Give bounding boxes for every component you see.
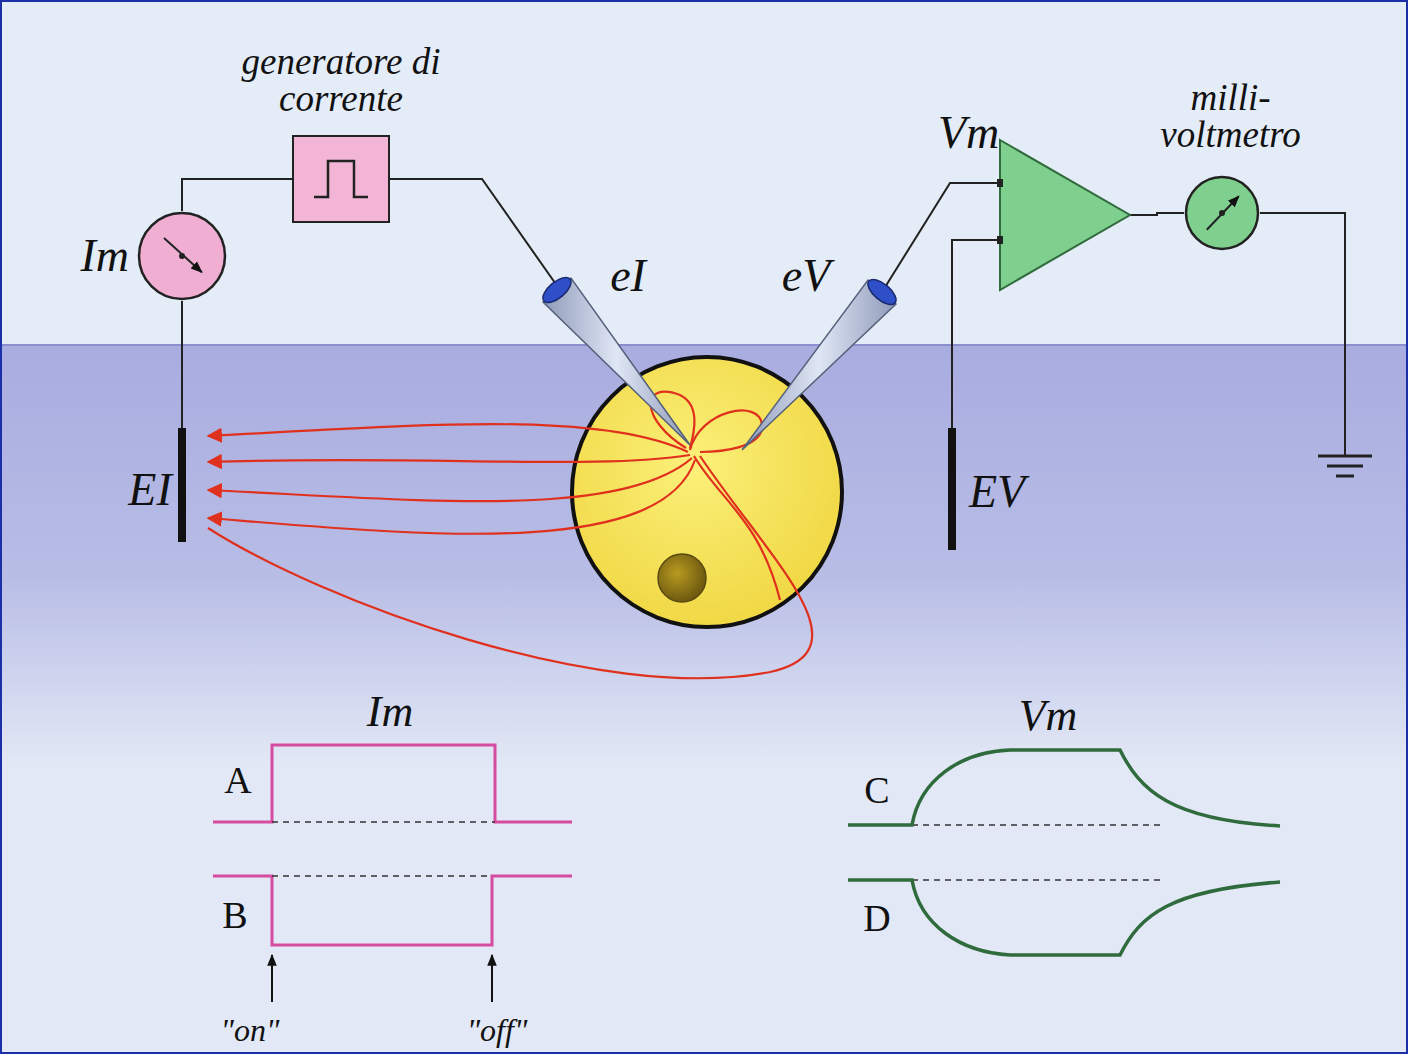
current-generator: generatore di corrente xyxy=(292,135,390,223)
background xyxy=(0,345,1408,765)
amplifier: Vm xyxy=(1000,140,1130,290)
field-line xyxy=(208,392,812,679)
ammeter-outline xyxy=(137,211,227,301)
background xyxy=(0,765,1408,1054)
wire xyxy=(1130,213,1184,215)
wire xyxy=(1260,213,1345,455)
wire xyxy=(882,183,1000,292)
electrode-label: EI xyxy=(128,467,171,513)
time-marker xyxy=(271,955,273,1002)
node-label: generatore di corrente xyxy=(236,43,446,117)
ammeter-shape xyxy=(139,213,225,299)
electrode-label: eI xyxy=(610,253,646,299)
baseline xyxy=(272,822,1160,880)
ammeter-shape xyxy=(164,238,202,272)
background xyxy=(0,344,1408,346)
micropipette xyxy=(543,278,690,445)
current-trace xyxy=(213,745,572,822)
current-generator-outline xyxy=(292,135,390,223)
ground-symbol xyxy=(1318,455,1372,458)
amplifier-shape xyxy=(997,179,1003,187)
micropipette xyxy=(864,275,900,309)
baseline xyxy=(272,875,492,877)
field-line xyxy=(208,456,812,678)
field-line xyxy=(208,460,695,534)
field-line xyxy=(208,458,692,501)
electrode-plate xyxy=(948,428,956,550)
voltmeter-shape xyxy=(1186,177,1258,249)
field-line xyxy=(694,456,780,600)
ammeter: Im xyxy=(137,211,227,301)
amplifier-outline xyxy=(1000,140,1130,290)
wire xyxy=(181,301,183,430)
electrode-plate xyxy=(178,428,186,542)
time-label: "on" xyxy=(221,1014,280,1046)
amplifier-shape xyxy=(1000,140,1130,290)
millivoltmeter-outline xyxy=(1184,175,1260,251)
cell xyxy=(658,554,706,602)
signal-name: Im xyxy=(367,690,413,734)
electrode-label: eV xyxy=(782,253,831,299)
ground-symbol xyxy=(1336,475,1354,478)
voltage-trace xyxy=(848,750,1280,826)
wire xyxy=(390,179,560,290)
field-line xyxy=(208,424,688,452)
trace-letter: C xyxy=(864,771,889,809)
trace-letter: B xyxy=(222,896,247,934)
baseline xyxy=(912,824,1160,826)
node-label: Vm xyxy=(938,110,999,156)
node-label: milli- voltmetro xyxy=(1146,79,1316,153)
micropipette xyxy=(742,280,896,450)
generator-shape xyxy=(314,161,368,197)
voltage-trace xyxy=(848,880,1280,955)
ammeter-shape xyxy=(179,253,185,259)
micropipette xyxy=(539,273,900,450)
trace-letter: A xyxy=(224,761,251,799)
time-marker xyxy=(491,955,493,1002)
field-line xyxy=(208,455,690,462)
time-label: "off" xyxy=(467,1014,528,1046)
wire xyxy=(182,179,292,211)
voltmeter-shape xyxy=(1207,196,1239,229)
millivoltmeter: milli- voltmetro xyxy=(1184,175,1260,251)
signal-name: Vm xyxy=(1019,694,1078,738)
baseline xyxy=(912,879,1160,881)
trace-letter: D xyxy=(863,899,890,937)
voltage-trace xyxy=(848,750,1280,955)
electrode-label: EV xyxy=(969,469,1025,515)
wire xyxy=(952,240,1000,430)
current-trace xyxy=(213,876,572,945)
voltmeter-shape xyxy=(1219,210,1225,216)
amplifier-shape xyxy=(997,236,1003,244)
node-label: Im xyxy=(80,233,129,279)
baseline xyxy=(272,821,495,823)
time-marker xyxy=(272,955,492,1002)
field-line xyxy=(690,410,762,452)
ground-symbol xyxy=(1327,465,1363,468)
generator-shape xyxy=(293,136,389,222)
micropipette xyxy=(539,273,575,307)
ground-symbol xyxy=(1318,456,1372,476)
current-trace xyxy=(213,745,572,945)
